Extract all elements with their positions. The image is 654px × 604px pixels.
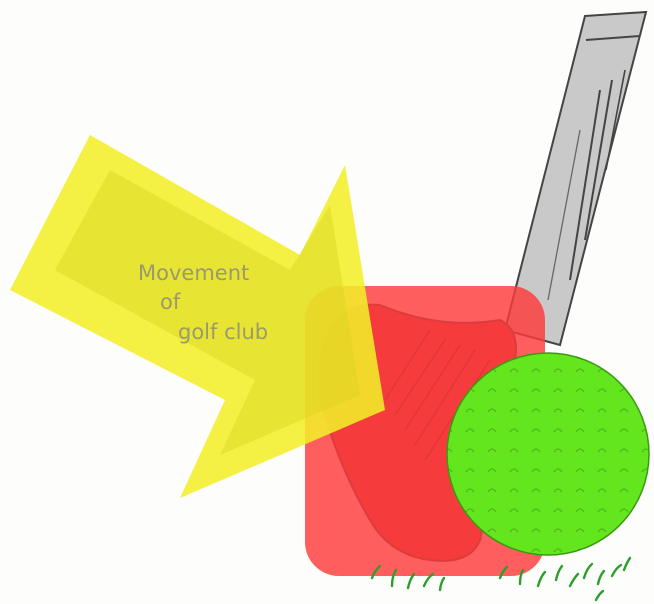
golf-ball-icon [447, 353, 649, 555]
caption-line-3: golf club [178, 320, 268, 344]
caption-line-2: of [160, 290, 181, 314]
caption-line-1: Movement [138, 261, 249, 285]
